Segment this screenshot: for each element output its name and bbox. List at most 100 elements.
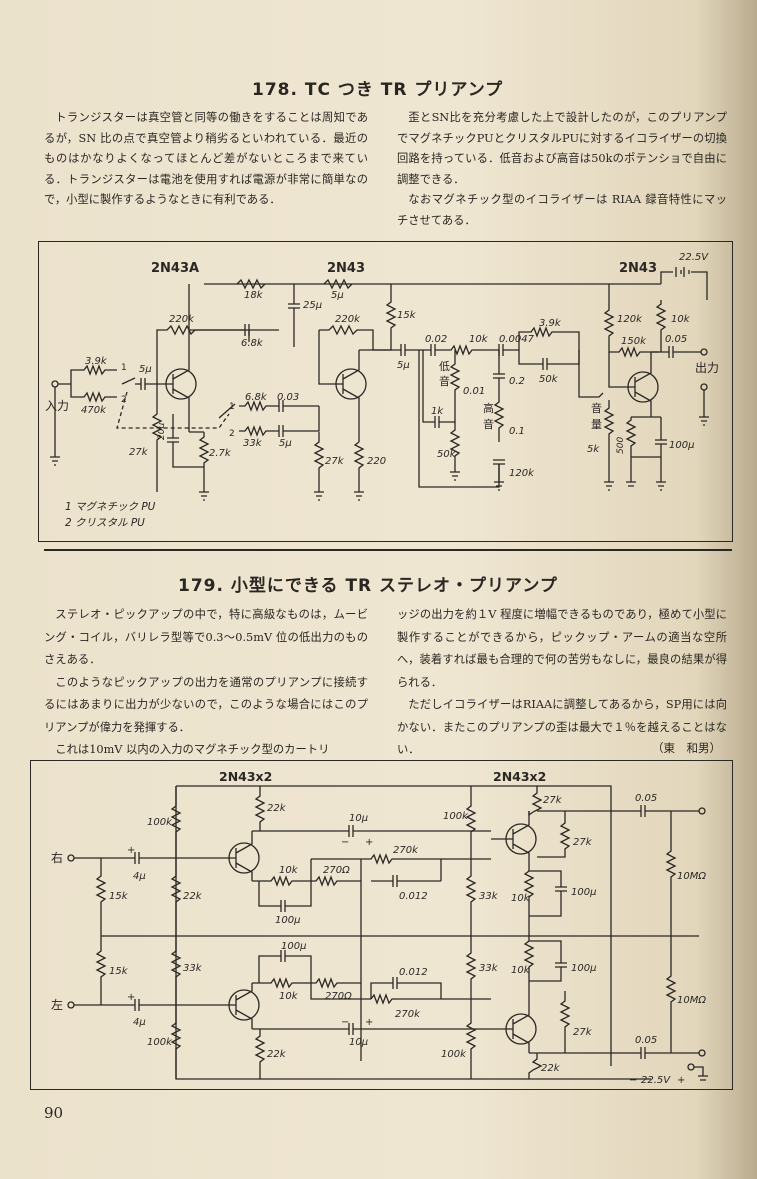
circuit-label: 10μ [349, 813, 368, 824]
circuit-label: 33k [479, 891, 499, 902]
circuit-label: 100k [147, 1037, 173, 1048]
transistor-label: 2N43A [151, 261, 199, 276]
circuit-label: 270k [395, 1009, 421, 1020]
circuit-label: + [677, 1075, 685, 1086]
circuit-label: 22.5V [641, 1075, 671, 1086]
circuit-label: 22k [267, 1049, 287, 1060]
section-divider [44, 549, 732, 551]
circuit-label: 音 [591, 401, 602, 415]
circuit-label: 27k [573, 837, 593, 848]
circuit-label: + [365, 837, 373, 848]
circuit-label: 0.1 [509, 426, 525, 437]
circuit-label: 15k [109, 891, 129, 902]
circuit-label: + [127, 845, 135, 856]
circuit-label: 0.05 [635, 1035, 657, 1046]
circuit-label: 500 [616, 437, 626, 454]
circuit-label: 10k [671, 314, 691, 325]
circuit-label: 3.9k [539, 318, 562, 329]
circuit-label: 22.5V [679, 252, 709, 263]
page-number: 90 [44, 1104, 64, 1122]
section-178-right-column: 歪とSN比を充分考慮した上で設計したのが，このプリアンプでマグネチックPUとクリ… [397, 108, 727, 232]
circuit-label: 33k [479, 963, 499, 974]
legend-item: 1 マグネチック PU [65, 501, 156, 513]
circuit-label: 100μ [275, 915, 300, 926]
circuit-label: 5μ [331, 290, 344, 301]
circuit-label: 100μ [571, 887, 596, 898]
circuit-label: 10μ [349, 1037, 368, 1048]
circuit-label: 5μ [279, 438, 292, 449]
circuit-label: + [365, 1017, 373, 1028]
circuit-label: 10MΩ [677, 995, 706, 1006]
circuit-label: 150k [621, 336, 647, 347]
circuit-label: 5μ [397, 360, 410, 371]
circuit-label: 22k [183, 891, 203, 902]
circuit-label: 100μ [571, 963, 596, 974]
circuit-label: 入力 [45, 399, 69, 413]
circuit-label: 10k [511, 893, 531, 904]
circuit-label: 音 [483, 417, 494, 431]
section-179-title: 179. 小型にできる TR ステレオ・プリアンプ [178, 576, 558, 596]
circuit-label: − [341, 837, 349, 848]
circuit-label: 25μ [303, 300, 322, 311]
circuit-label: 33k [183, 963, 203, 974]
circuit-label: 右 [51, 850, 63, 865]
circuit-label: 1 [121, 363, 127, 373]
circuit-label: 0.01 [463, 386, 485, 397]
circuit-label: 33k [243, 438, 263, 449]
circuit-label: 20μ [157, 423, 167, 440]
section-178-left-column: トランジスターは真空管と同等の働きをすることは周知であるが，SN 比の点で真空管… [44, 108, 368, 211]
circuit-label: − [629, 1075, 637, 1086]
transistor-label: 2N43x2 [493, 769, 546, 784]
circuit-label: 50k [539, 374, 559, 385]
author-credit: （東 和男） [652, 741, 721, 755]
circuit-label: 120k [617, 314, 643, 325]
circuit-label: 5μ [139, 364, 152, 375]
circuit-label: 出力 [695, 361, 719, 375]
circuit-label: 22k [267, 803, 287, 814]
circuit-label: 量 [591, 418, 602, 431]
circuit-label: 左 [51, 997, 63, 1012]
circuit-label: 4μ [133, 1017, 146, 1028]
circuit-label: 27k [543, 795, 563, 806]
circuit-label: 270k [393, 845, 419, 856]
circuit-label: 6.8k [245, 392, 268, 403]
paragraph: なおマグネチック型のイコライザーは RIAA 録音特性にマッチさせてある． [397, 193, 727, 227]
circuit-label: 10k [279, 991, 299, 1002]
circuit-label: 0.05 [635, 793, 657, 804]
circuit-label: 27k [573, 1027, 593, 1038]
circuit-label: 50k [437, 449, 457, 460]
circuit-label: 0.02 [425, 334, 447, 345]
circuit-label: 高 [483, 401, 494, 415]
circuit-label: 音 [439, 374, 450, 388]
circuit-label: 220k [169, 314, 195, 325]
circuit-label: 15k [109, 966, 129, 977]
circuit-label: 0.03 [277, 392, 299, 403]
circuit-label: 22k [541, 1063, 561, 1074]
circuit-label: 220 [367, 456, 386, 467]
transistor-label: 2N43x2 [219, 769, 272, 784]
section-179-right-column: ッジの出力を約１V 程度に増幅できるものであり，極めて小型に製作することができる… [397, 604, 727, 762]
circuit-diagram-179: 2N43x2 2N43x2 右 4μ + 15k 100k 22k 22k 10… [30, 760, 733, 1090]
circuit-label: 27k [129, 447, 149, 458]
circuit-label: 10k [279, 865, 299, 876]
paragraph: トランジスターは真空管と同等の働きをすることは周知であるが，SN 比の点で真空管… [44, 111, 368, 207]
circuit-label: 100k [441, 1049, 467, 1060]
circuit-label: 0.05 [665, 334, 687, 345]
paragraph: 歪とSN比を充分考慮した上で設計したのが，このプリアンプでマグネチックPUとクリ… [397, 111, 727, 186]
circuit-label: 6.8k [241, 338, 264, 349]
circuit-label: 10MΩ [677, 871, 706, 882]
circuit-label: 10k [511, 965, 531, 976]
circuit-label: 1k [431, 406, 444, 417]
circuit-label: 270Ω [325, 991, 352, 1002]
circuit-label: 4μ [133, 871, 146, 882]
paragraph: これは10mV 以内の入力のマグネチック型のカートリ [55, 743, 330, 756]
circuit-label: 2 [229, 429, 235, 439]
transistor-label: 2N43 [619, 261, 657, 276]
circuit-label: 18k [244, 290, 264, 301]
circuit-label: 15k [397, 310, 417, 321]
circuit-label: 0.012 [399, 891, 428, 902]
circuit-label: 5k [587, 444, 600, 455]
circuit-label: 470k [81, 405, 107, 416]
transistor-label: 2N43 [327, 261, 365, 276]
